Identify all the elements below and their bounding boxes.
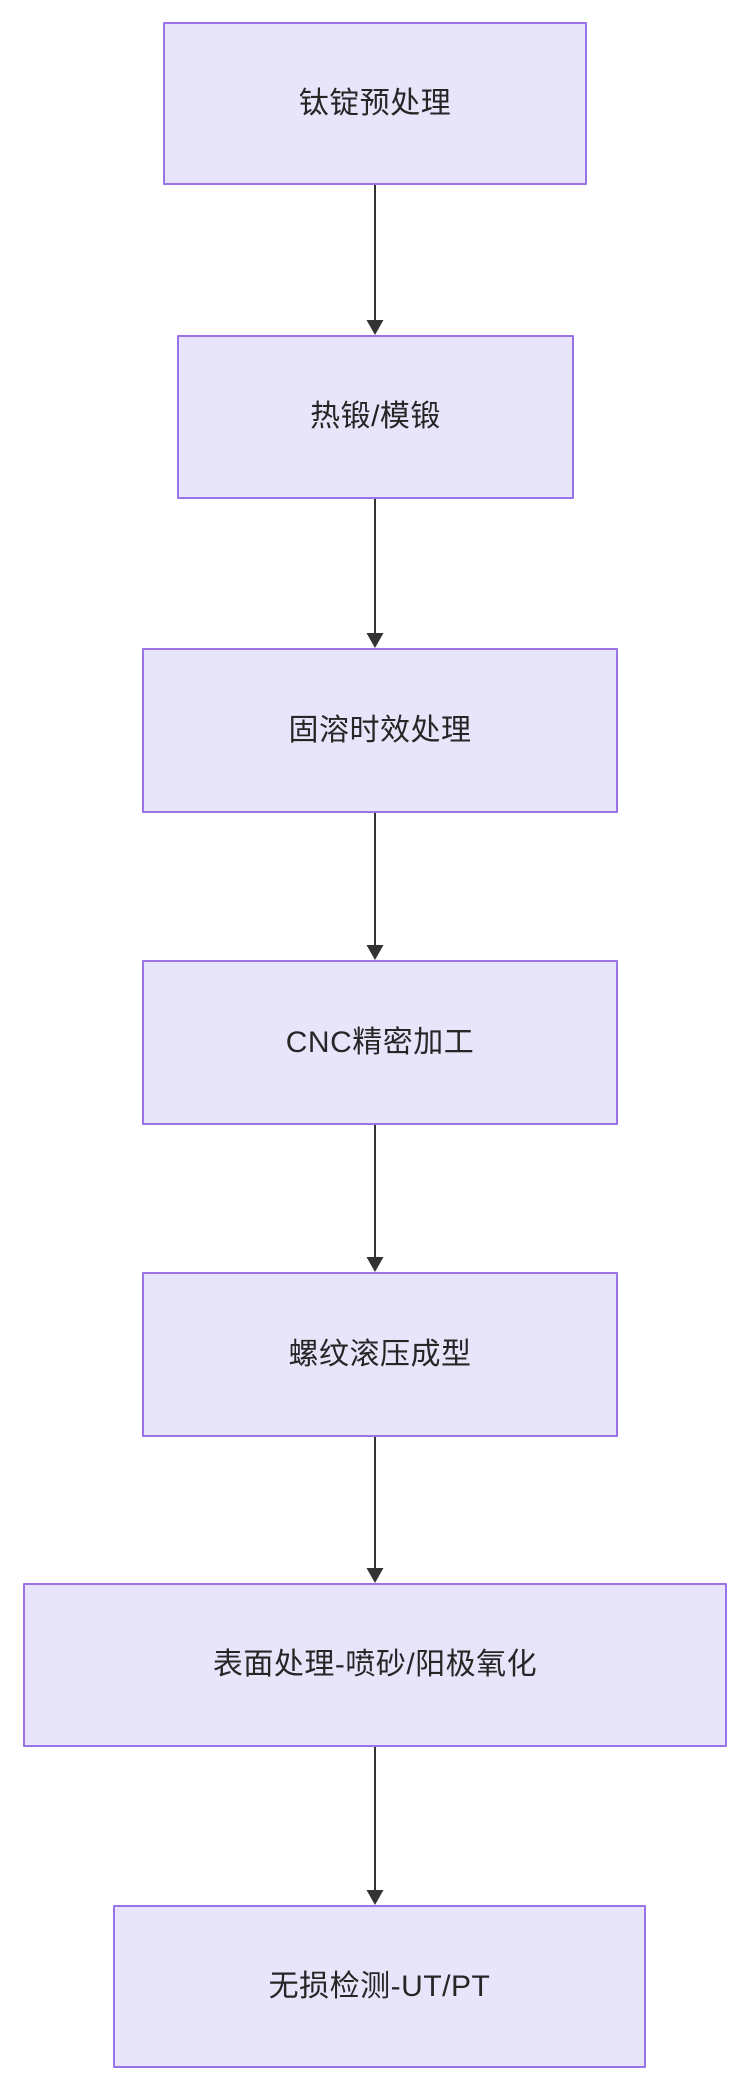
edge-n3-n4 [355, 813, 395, 960]
flow-node-label: 螺纹滚压成型 [288, 1337, 472, 1371]
flow-node-thread-rolling[interactable]: 螺纹滚压成型 [142, 1272, 618, 1437]
arrow-icon [366, 813, 384, 960]
arrow-icon [366, 1437, 384, 1583]
arrow-icon [366, 185, 384, 335]
edge-n5-n6 [355, 1437, 395, 1583]
flow-node-label: 钛锭预处理 [298, 86, 452, 120]
flow-node-label: 无损检测-UT/PT [268, 1969, 491, 2003]
flow-node-label: 固溶时效处理 [288, 713, 472, 747]
flow-node-label: 表面处理-喷砂/阳极氧化 [212, 1648, 538, 1681]
flow-node-titanium-ingot-pretreatment[interactable]: 钛锭预处理 [163, 22, 587, 185]
edge-n6-n7 [355, 1747, 395, 1905]
arrow-icon [366, 1125, 384, 1272]
edge-n4-n5 [355, 1125, 395, 1272]
arrow-icon [366, 499, 384, 648]
edge-n1-n2 [355, 185, 395, 335]
flow-node-hot-forging[interactable]: 热锻/模锻 [177, 335, 574, 499]
flow-node-ndt-ut-pt[interactable]: 无损检测-UT/PT [113, 1905, 646, 2068]
flow-node-label: 热锻/模锻 [310, 400, 441, 433]
flow-node-solution-aging-treatment[interactable]: 固溶时效处理 [142, 648, 618, 813]
arrow-icon [366, 1747, 384, 1905]
flow-node-surface-treatment[interactable]: 表面处理-喷砂/阳极氧化 [23, 1583, 727, 1747]
flow-node-cnc-precision-machining[interactable]: CNC精密加工 [142, 960, 618, 1125]
edge-n2-n3 [355, 499, 395, 648]
flow-node-label: CNC精密加工 [285, 1025, 475, 1059]
